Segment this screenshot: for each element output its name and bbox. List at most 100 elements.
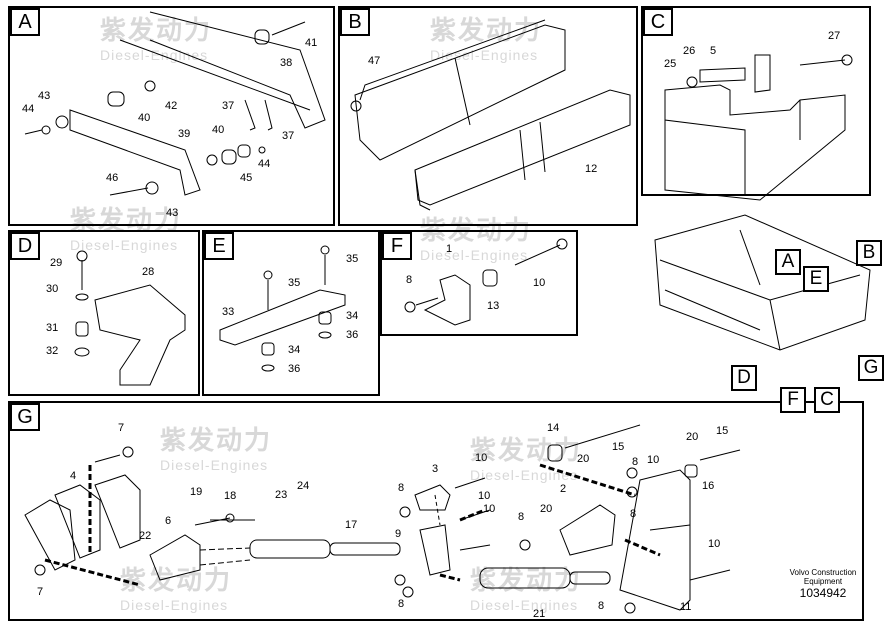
panel-d-drawing (74, 250, 186, 386)
publisher-footer: Volvo Construction Equipment 1034942 (780, 568, 866, 601)
part-number: 37 (222, 100, 235, 112)
part-number: 43 (38, 90, 51, 102)
part-number: 3 (432, 463, 439, 475)
part-number: 36 (346, 329, 359, 341)
callout-c: C (814, 387, 840, 413)
part-number: 39 (178, 128, 191, 140)
callout-b: B (856, 240, 882, 266)
part-number: 10 (647, 454, 660, 466)
part-number: 24 (297, 480, 310, 492)
part-number: 45 (240, 172, 253, 184)
part-number: 30 (46, 283, 59, 295)
part-number: 17 (345, 519, 358, 531)
part-number: 27 (828, 30, 841, 42)
panel-label-g: G (10, 403, 40, 431)
panel-b (338, 6, 638, 226)
part-number: 42 (165, 100, 178, 112)
part-number: 29 (50, 257, 63, 269)
part-number: 21 (533, 608, 546, 620)
part-number: 10 (708, 538, 721, 550)
part-number: 4 (70, 470, 77, 482)
part-number: 8 (398, 482, 405, 494)
panel-f (380, 230, 578, 336)
part-number: 11 (680, 601, 692, 613)
part-number: 31 (46, 322, 59, 334)
part-number: 19 (190, 486, 203, 498)
part-number: 16 (702, 480, 715, 492)
callout-g: G (858, 355, 884, 381)
part-number: 8 (630, 508, 637, 520)
panel-label-c: C (643, 8, 673, 36)
panel-label-e: E (204, 232, 234, 260)
part-number: 8 (406, 274, 413, 286)
part-number: 13 (487, 300, 500, 312)
part-number: 44 (258, 158, 271, 170)
part-number: 9 (395, 528, 402, 540)
part-number: 22 (139, 530, 152, 542)
panel-label-f: F (382, 232, 412, 260)
part-number: 14 (547, 422, 560, 434)
part-number: 7 (118, 422, 125, 434)
part-number: 37 (282, 130, 295, 142)
panel-a (8, 6, 335, 226)
panel-g (8, 401, 864, 621)
part-number: 8 (632, 456, 639, 468)
panel-g-drawing (24, 424, 741, 614)
part-number: 41 (305, 37, 318, 49)
part-number: 15 (612, 441, 625, 453)
part-number: 6 (165, 515, 172, 527)
part-number: 5 (710, 45, 717, 57)
part-number: 8 (398, 598, 405, 610)
part-number: 46 (106, 172, 119, 184)
panel-c (641, 6, 871, 196)
panel-e (202, 230, 380, 396)
part-number: 10 (475, 452, 488, 464)
part-number: 43 (166, 207, 179, 219)
callout-a: A (775, 249, 801, 275)
part-number: 10 (478, 490, 491, 502)
diagram-number: 1034942 (799, 586, 847, 600)
callout-e: E (803, 266, 829, 292)
part-number: 32 (46, 345, 59, 357)
part-number: 36 (288, 363, 301, 375)
part-number: 20 (577, 453, 590, 465)
part-number: 25 (664, 58, 677, 70)
panel-a-drawing (24, 11, 326, 196)
part-number: 7 (37, 586, 44, 598)
panel-c-drawing (664, 54, 853, 201)
overview-drawing (654, 214, 871, 351)
panel-b-drawing (350, 19, 631, 211)
part-number: 40 (212, 124, 225, 136)
panel-e-drawing (219, 245, 346, 372)
panel-label-d: D (10, 232, 40, 260)
panel-d (8, 230, 200, 396)
part-number: 15 (716, 425, 729, 437)
part-number: 23 (275, 489, 288, 501)
part-number: 20 (540, 503, 553, 515)
part-number: 44 (22, 103, 35, 115)
part-number: 35 (346, 253, 359, 265)
callout-f: F (780, 387, 806, 413)
part-number: 47 (368, 55, 381, 67)
panel-f-drawing (404, 238, 568, 326)
part-number: 2 (560, 483, 567, 495)
part-number: 40 (138, 112, 151, 124)
part-number: 8 (518, 511, 525, 523)
panel-label-a: A (10, 8, 40, 36)
part-number: 34 (346, 310, 359, 322)
part-number: 35 (288, 277, 301, 289)
part-number: 10 (533, 277, 546, 289)
part-number: 8 (598, 600, 605, 612)
footer-line1: Volvo Construction (789, 568, 857, 577)
callout-d: D (731, 365, 757, 391)
part-number: 38 (280, 57, 293, 69)
part-number: 20 (686, 431, 699, 443)
panel-label-b: B (340, 8, 370, 36)
part-number: 18 (224, 490, 237, 502)
footer-line2: Equipment (803, 577, 843, 586)
part-number: 26 (683, 45, 696, 57)
part-number: 1 (446, 243, 453, 255)
part-number: 28 (142, 266, 155, 278)
